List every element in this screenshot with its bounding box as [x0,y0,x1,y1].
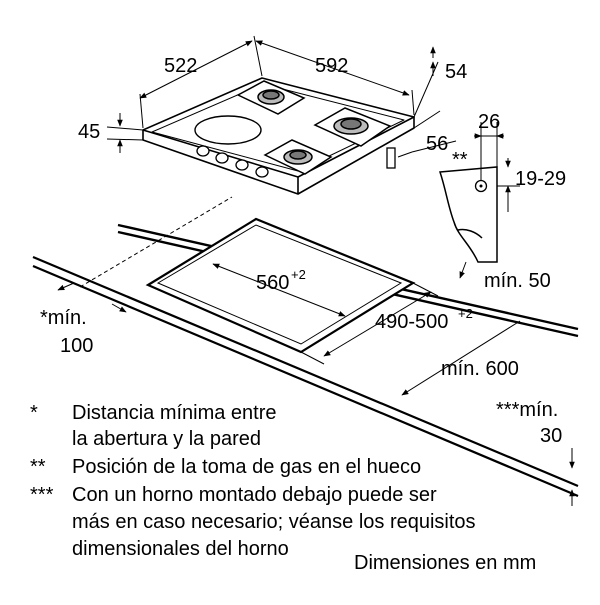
legend-mark-1: * [30,402,38,424]
dim-min-30-value: 30 [540,425,562,447]
control-knobs [196,145,269,178]
dim-19-29: 19-29 [515,168,566,190]
dim-560-tol: +2 [291,267,306,282]
legend-mark-3: *** [30,484,54,506]
legend-text-3c: dimensionales del horno [72,538,289,560]
projection-line [79,196,233,288]
hob-dimension-lines [106,35,457,158]
gas-detail-profile [438,166,498,263]
legend-text-1a: Distancia mínima entre [72,402,277,424]
legend-text-2: Posición de la toma de gas en el hueco [72,456,422,478]
dim-490-500-tol: +2 [458,306,473,321]
dim-min-100-prefix: *mín. [40,307,87,329]
hot-plate [194,115,262,145]
legend-text-1b: la abertura y la pared [72,428,262,450]
dim-54: 54 [445,61,467,83]
dim-522: 522 [164,55,197,77]
dim-min-50: mín. 50 [484,270,551,292]
legend: * Distancia mínima entre la abertura y l… [30,401,580,581]
dim-26: 26 [478,111,500,133]
burner-back-right [313,107,392,147]
gas-connector [386,147,396,169]
legend-mark-2: ** [30,456,46,478]
legend-text-3a: Con un horno montado debajo puede ser [72,484,437,506]
legend-text-3b: más en caso necesario; véanse los requis… [72,511,476,533]
dim-min-30-prefix: ***mín. [496,399,558,421]
gas-inlet-circle [474,179,488,193]
gas-detail-dimension-lines [474,122,520,212]
dim-min-100-value: 100 [60,335,93,357]
units-note: Dimensiones en mm [354,552,537,574]
dim-560: 560 [256,272,289,294]
burner-front [263,139,333,175]
dim-592: 592 [315,55,348,77]
dim-gas-stars: ** [452,149,468,171]
dim-45: 45 [78,121,100,143]
dim-56: 56 [426,133,448,155]
cutout-dimension-lines [57,261,575,506]
dim-min-600: mín. 600 [441,358,519,380]
dim-490-500: 490-500 [375,311,448,333]
